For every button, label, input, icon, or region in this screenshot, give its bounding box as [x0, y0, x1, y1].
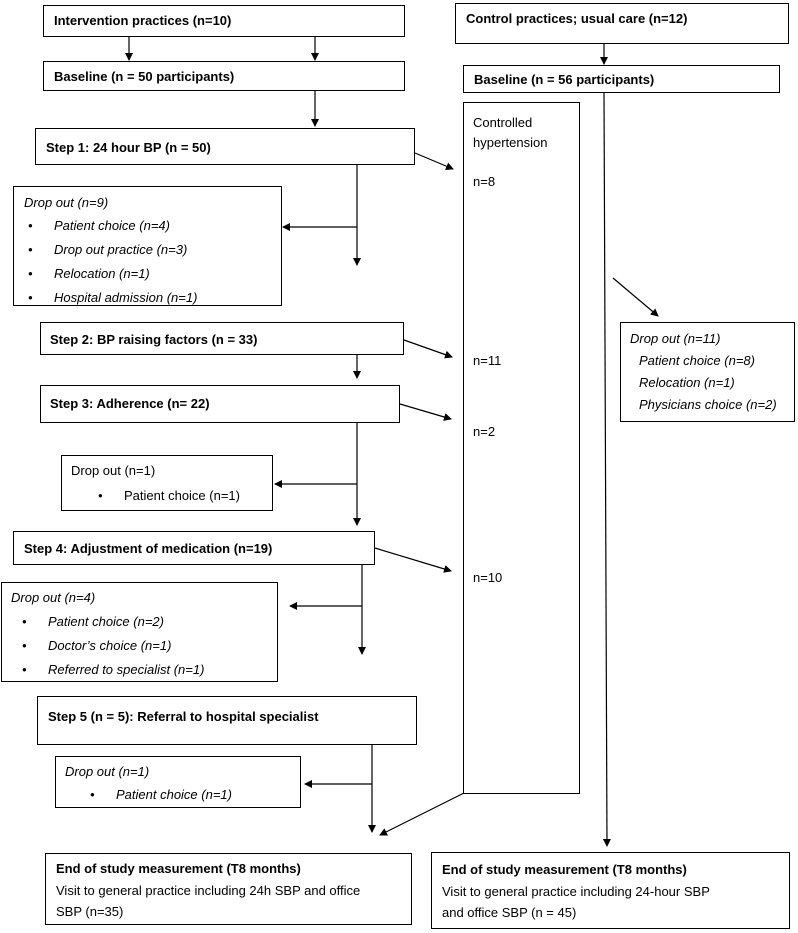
dropout2-title: Drop out (n=1): [71, 463, 156, 478]
control-practices-label: Control practices; usual care (n=12): [466, 11, 688, 26]
dropout3-list: Patient choice (n=2) Doctor’s choice (n=…: [8, 610, 204, 682]
list-item: Patient choice (n=1): [76, 783, 232, 807]
step1-label: Step 1: 24 hour BP (n = 50): [46, 140, 211, 155]
dropout1-box: Drop out (n=9) Patient choice (n=4) Drop…: [13, 186, 282, 310]
intervention-end-line2: SBP (n=35): [56, 904, 124, 919]
list-item: Patient choice (n=4): [14, 214, 197, 238]
controlled-n-step4: n=10: [473, 570, 503, 585]
control-dropout-title: Drop out (n=11): [630, 331, 721, 346]
step4-box: Step 4: Adjustment of medication (n=19): [13, 531, 375, 565]
controlled-hypertension-column: Controlled hypertension n=8 n=11 n=2 n=1…: [463, 102, 580, 794]
control-dropout-list: Patient choice (n=8) Relocation (n=1) Ph…: [621, 350, 777, 416]
intervention-practices-label: Intervention practices (n=10): [54, 13, 232, 28]
intervention-end-title: End of study measurement (T8 months): [56, 861, 301, 876]
list-item: Patient choice (n=1): [84, 484, 240, 508]
step5-box: Step 5 (n = 5): Referral to hospital spe…: [37, 696, 417, 745]
dropout4-list: Patient choice (n=1): [76, 783, 232, 807]
step3-box: Step 3: Adherence (n= 22): [40, 385, 400, 423]
list-item: Referred to specialist (n=1): [8, 658, 204, 682]
dropout2-list: Patient choice (n=1): [84, 484, 240, 508]
intervention-baseline-box: Baseline (n = 50 participants): [43, 61, 405, 91]
control-baseline-box: Baseline (n = 56 participants): [463, 65, 780, 93]
list-item: Doctor’s choice (n=1): [8, 634, 204, 658]
dropout4-box: Drop out (n=1) Patient choice (n=1): [55, 756, 301, 808]
control-dropout-box: Drop out (n=11) Patient choice (n=8) Rel…: [620, 322, 795, 422]
dropout1-list: Patient choice (n=4) Drop out practice (…: [14, 214, 197, 310]
dropout3-title: Drop out (n=4): [11, 590, 96, 605]
intervention-practices-box: Intervention practices (n=10): [43, 5, 405, 37]
step3-label: Step 3: Adherence (n= 22): [50, 396, 210, 411]
controlled-n-step3: n=2: [473, 424, 496, 439]
list-item: Patient choice (n=8): [639, 353, 755, 368]
list-item: Physicians choice (n=2): [639, 397, 777, 412]
list-item: Relocation (n=1): [14, 262, 197, 286]
intervention-end-line1: Visit to general practice including 24h …: [56, 883, 361, 898]
list-item: Hospital admission (n=1): [14, 286, 197, 310]
list-item: Relocation (n=1): [639, 375, 735, 390]
dropout3-box: Drop out (n=4) Patient choice (n=2) Doct…: [1, 582, 278, 682]
dropout4-title: Drop out (n=1): [65, 764, 150, 779]
step2-box: Step 2: BP raising factors (n = 33): [40, 322, 404, 355]
list-item: Drop out practice (n=3): [14, 238, 197, 262]
control-end-line1: Visit to general practice including 24-h…: [442, 884, 710, 899]
step1-box: Step 1: 24 hour BP (n = 50): [35, 128, 415, 165]
control-baseline-label: Baseline (n = 56 participants): [474, 72, 655, 87]
control-end-box: End of study measurement (T8 months) Vis…: [431, 852, 790, 929]
intervention-end-box: End of study measurement (T8 months) Vis…: [45, 853, 412, 925]
step2-label: Step 2: BP raising factors (n = 33): [50, 332, 258, 347]
controlled-hypertension-label-2: hypertension: [473, 135, 548, 150]
step4-label: Step 4: Adjustment of medication (n=19): [24, 541, 273, 556]
controlled-hypertension-label-1: Controlled: [473, 115, 533, 130]
controlled-n-step1: n=8: [473, 174, 496, 189]
step5-label: Step 5 (n = 5): Referral to hospital spe…: [48, 709, 319, 724]
control-practices-box: Control practices; usual care (n=12): [455, 3, 789, 44]
dropout2-box: Drop out (n=1) Patient choice (n=1): [61, 455, 273, 511]
dropout1-title: Drop out (n=9): [24, 195, 109, 210]
control-end-line2: and office SBP (n = 45): [442, 905, 577, 920]
intervention-baseline-label: Baseline (n = 50 participants): [54, 69, 235, 84]
controlled-n-step2: n=11: [473, 353, 502, 368]
control-end-title: End of study measurement (T8 months): [442, 862, 687, 877]
list-item: Patient choice (n=2): [8, 610, 204, 634]
